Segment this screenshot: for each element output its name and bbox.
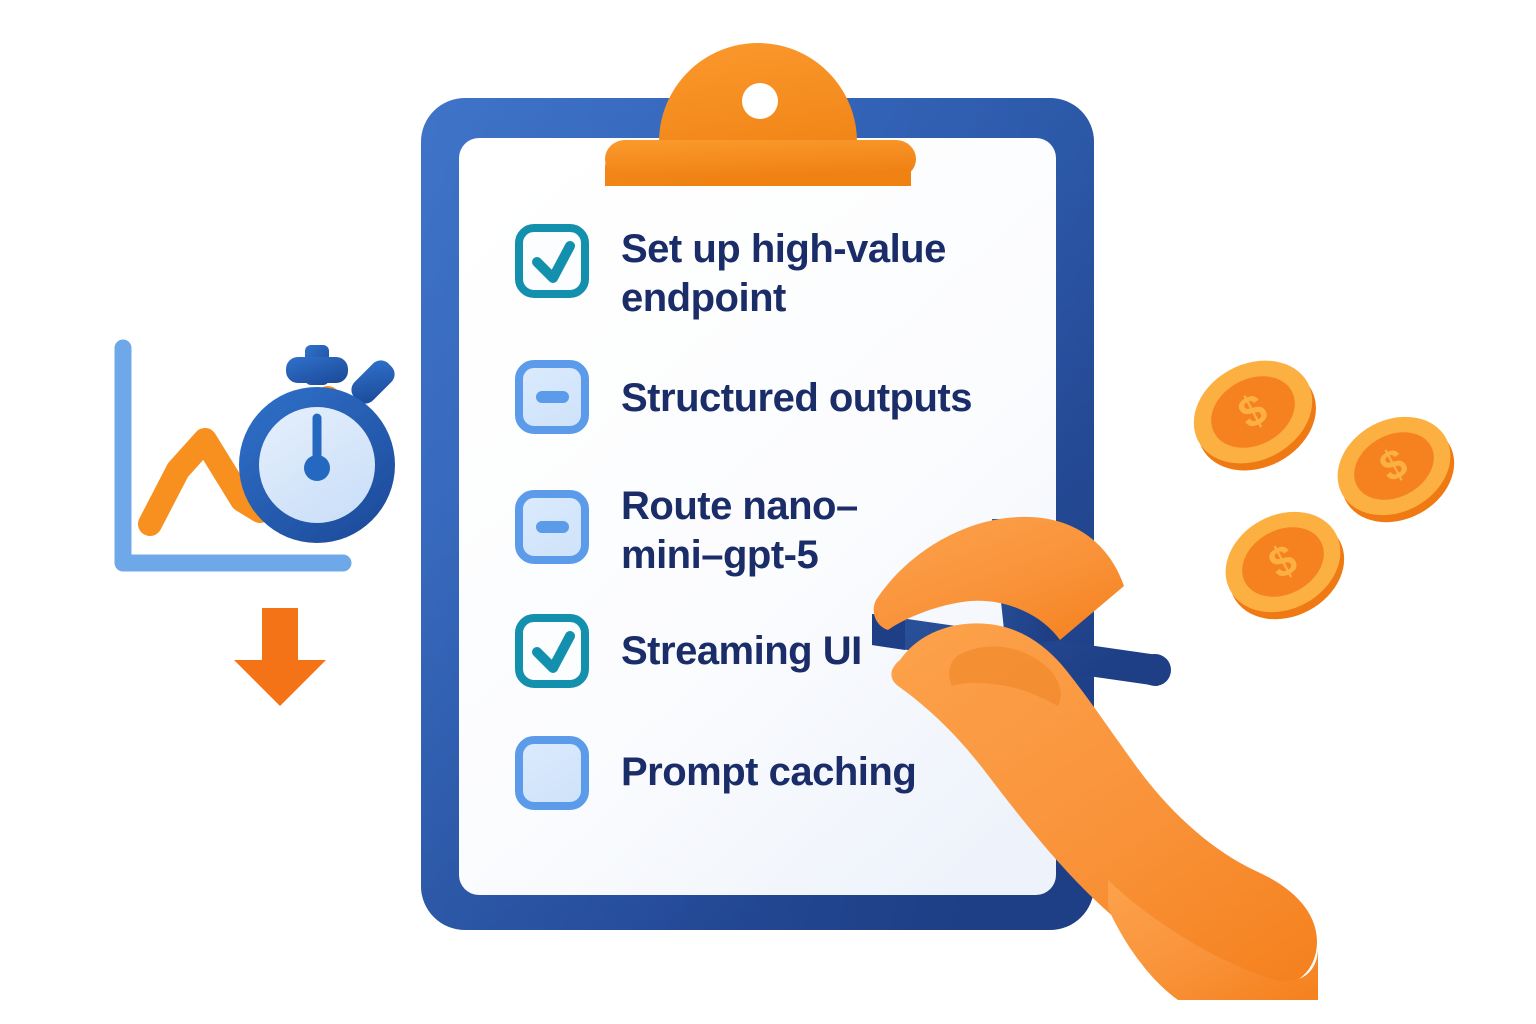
pen-end-cap	[1139, 654, 1171, 686]
checklist-label-1-line-0: Structured outputs	[621, 376, 972, 420]
checkbox-3[interactable]	[515, 614, 589, 688]
checklist-label-2-line-1: mini–gpt-5	[621, 533, 818, 577]
checkbox-4[interactable]	[515, 736, 589, 810]
checklist-item-0[interactable]: Set up high-value endpoint	[515, 224, 946, 320]
clipboard-clip	[605, 43, 916, 186]
checklist-item-1[interactable]: Structured outputs	[515, 360, 972, 434]
chart-axis	[114, 339, 352, 572]
hand-index-finger	[873, 516, 1124, 640]
checkbox-0[interactable]	[515, 224, 589, 298]
checklist-item-3[interactable]: Streaming UI	[515, 614, 862, 688]
checklist-label-0-line-0: Set up high-value	[621, 227, 946, 271]
checklist-item-4[interactable]: Prompt caching	[515, 736, 917, 810]
dash-icon-1	[536, 391, 569, 403]
coin-1: $	[1193, 360, 1316, 471]
dash-icon-2	[536, 521, 569, 533]
checklist-label-4-line-0: Prompt caching	[621, 750, 916, 794]
check-icon-3	[532, 631, 575, 673]
clip-hole	[742, 83, 778, 119]
hand-thumb-shadow	[949, 646, 1061, 706]
clip-shape-bar	[605, 140, 916, 178]
clipboard-page	[459, 138, 1056, 895]
stopwatch-crown	[286, 357, 348, 383]
coin-2: $	[1337, 416, 1455, 523]
chart-icon-group	[114, 339, 395, 572]
checklist-label-3-line-0: Streaming UI	[621, 629, 862, 673]
stopwatch-icon	[239, 345, 395, 543]
clipboard	[421, 43, 1094, 930]
down-arrow-icon	[234, 608, 326, 706]
coin-3: $	[1225, 511, 1345, 620]
checklist-label-0-line-1: endpoint	[621, 276, 786, 320]
hand-holding-pen	[873, 516, 1318, 1000]
hand-wrist	[1108, 880, 1318, 1000]
down-arrow-shape	[234, 608, 326, 706]
checklist-item-2[interactable]: Route nano– mini–gpt-5	[515, 484, 858, 577]
stopwatch-pivot	[304, 455, 330, 481]
stopwatch-side-button	[351, 360, 395, 404]
checklist-label-2-line-0: Route nano–	[621, 484, 858, 528]
hand-palm	[891, 623, 1317, 988]
check-icon-0	[532, 241, 575, 283]
